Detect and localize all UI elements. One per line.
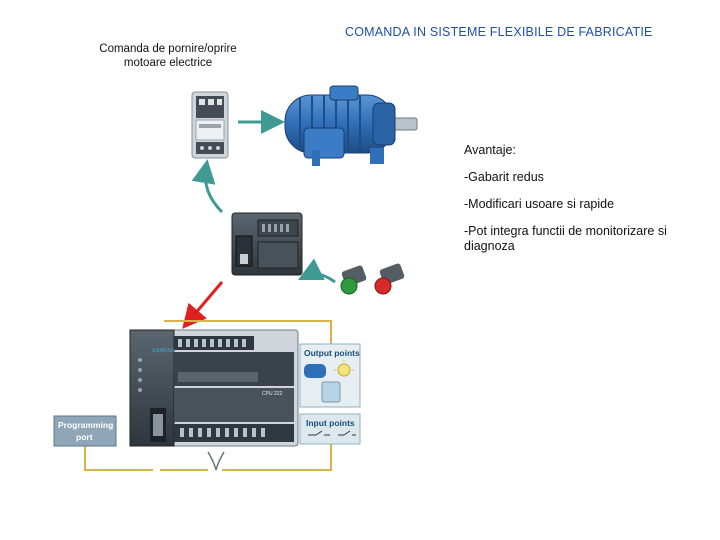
advantage-item: -Pot integra functii de monitorizare si … xyxy=(464,224,667,253)
output-points-box: Output points xyxy=(299,343,361,408)
plc-brand-label: SIEMENS xyxy=(152,348,175,354)
output-points-label: Output points xyxy=(304,348,360,358)
input-points-box: Input points xyxy=(299,413,361,445)
page-title: COMANDA IN SISTEME FLEXIBILE DE FABRICAT… xyxy=(345,25,653,39)
wiring-lines xyxy=(84,320,332,471)
large-plc-image: SIEMENS CPU 222 xyxy=(129,329,299,447)
compact-plc-image xyxy=(231,212,303,276)
programming-label-line-2: port xyxy=(76,432,93,442)
advantage-item: -Modificari usoare si rapide xyxy=(464,197,615,211)
motor-control-caption: Comanda de pornire/oprire motoare electr… xyxy=(80,42,256,70)
programming-label-line-1: Programming xyxy=(58,420,113,430)
electric-motor-image xyxy=(284,85,418,166)
programming-port-box: Programming port xyxy=(53,415,117,447)
contactor-image xyxy=(191,91,229,159)
plc-model-label: CPU 222 xyxy=(262,391,283,397)
arrow-to-contactor xyxy=(191,159,224,214)
red-arrow xyxy=(182,281,224,329)
pushbuttons-image xyxy=(340,263,405,295)
caption-line-1: Comanda de pornire/oprire xyxy=(99,43,237,55)
advantages-list: Avantaje: -Gabarit redus -Modificari uso… xyxy=(464,143,704,266)
advantage-item: -Gabarit redus xyxy=(464,170,544,184)
advantages-heading: Avantaje: xyxy=(464,143,516,157)
arrow-from-buttons xyxy=(297,258,336,284)
input-points-label: Input points xyxy=(306,418,355,428)
caption-line-2: motoare electrice xyxy=(123,57,213,69)
